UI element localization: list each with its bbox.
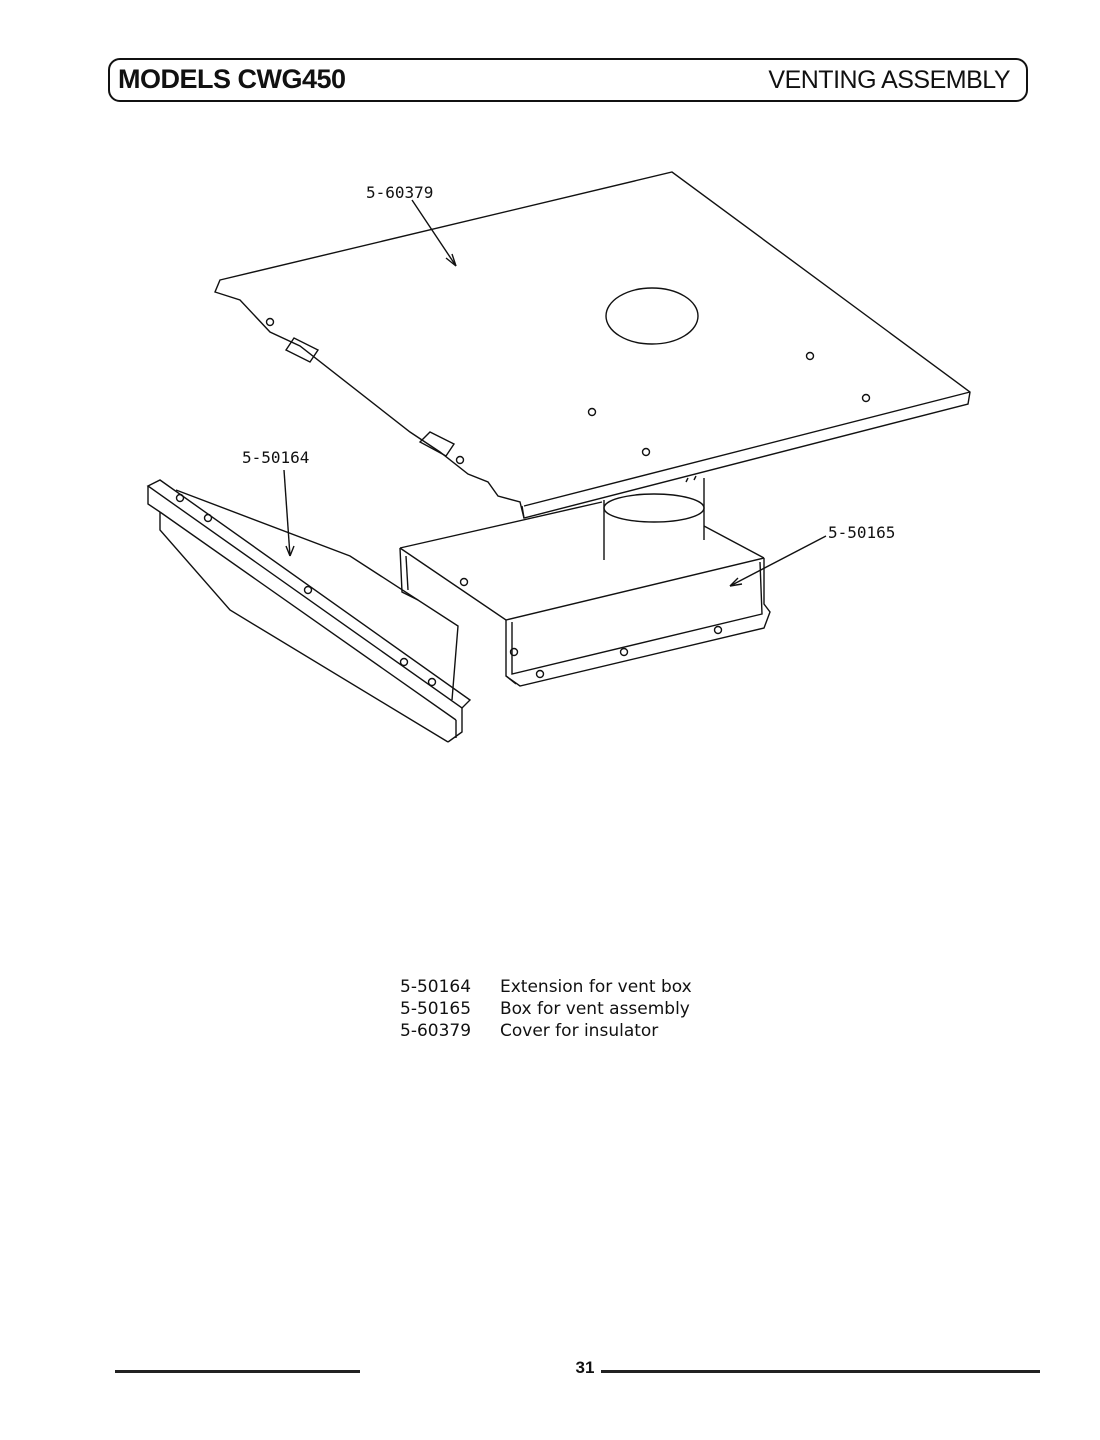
vent-box-extension [146,479,472,743]
legend-row: 5-50165 Box for vent assembly [400,998,692,1020]
parts-legend: 5-50164 Extension for vent box 5-50165 B… [400,976,692,1042]
callout-extension: 5-50164 [242,448,309,467]
legend-description: Box for vent assembly [500,999,690,1019]
legend-description: Cover for insulator [500,1021,659,1041]
page-number: 31 [575,1358,595,1377]
legend-part-number: 5-50165 [400,999,472,1019]
page-footer: 31 [115,1358,1040,1382]
legend-row: 5-60379 Cover for insulator [400,1020,692,1042]
callout-cover: 5-60379 [366,183,433,202]
legend-row: 5-50164 Extension for vent box [400,976,692,998]
vent-collar [603,475,705,560]
legend-part-number: 5-50164 [400,977,472,997]
legend-part-number: 5-60379 [400,1021,472,1041]
cover-plate [214,171,971,519]
legend-description: Extension for vent box [500,977,692,997]
page-header: MODELS CWG450 VENTING ASSEMBLY [108,58,1028,102]
callout-box: 5-50165 [828,523,895,542]
models-title: MODELS CWG450 [118,64,346,94]
footer-rule-left [115,1370,360,1373]
vent-hole [605,287,699,345]
section-title: VENTING ASSEMBLY [768,66,1010,94]
footer-rule-right [601,1370,1040,1373]
leader-lines [283,199,827,587]
